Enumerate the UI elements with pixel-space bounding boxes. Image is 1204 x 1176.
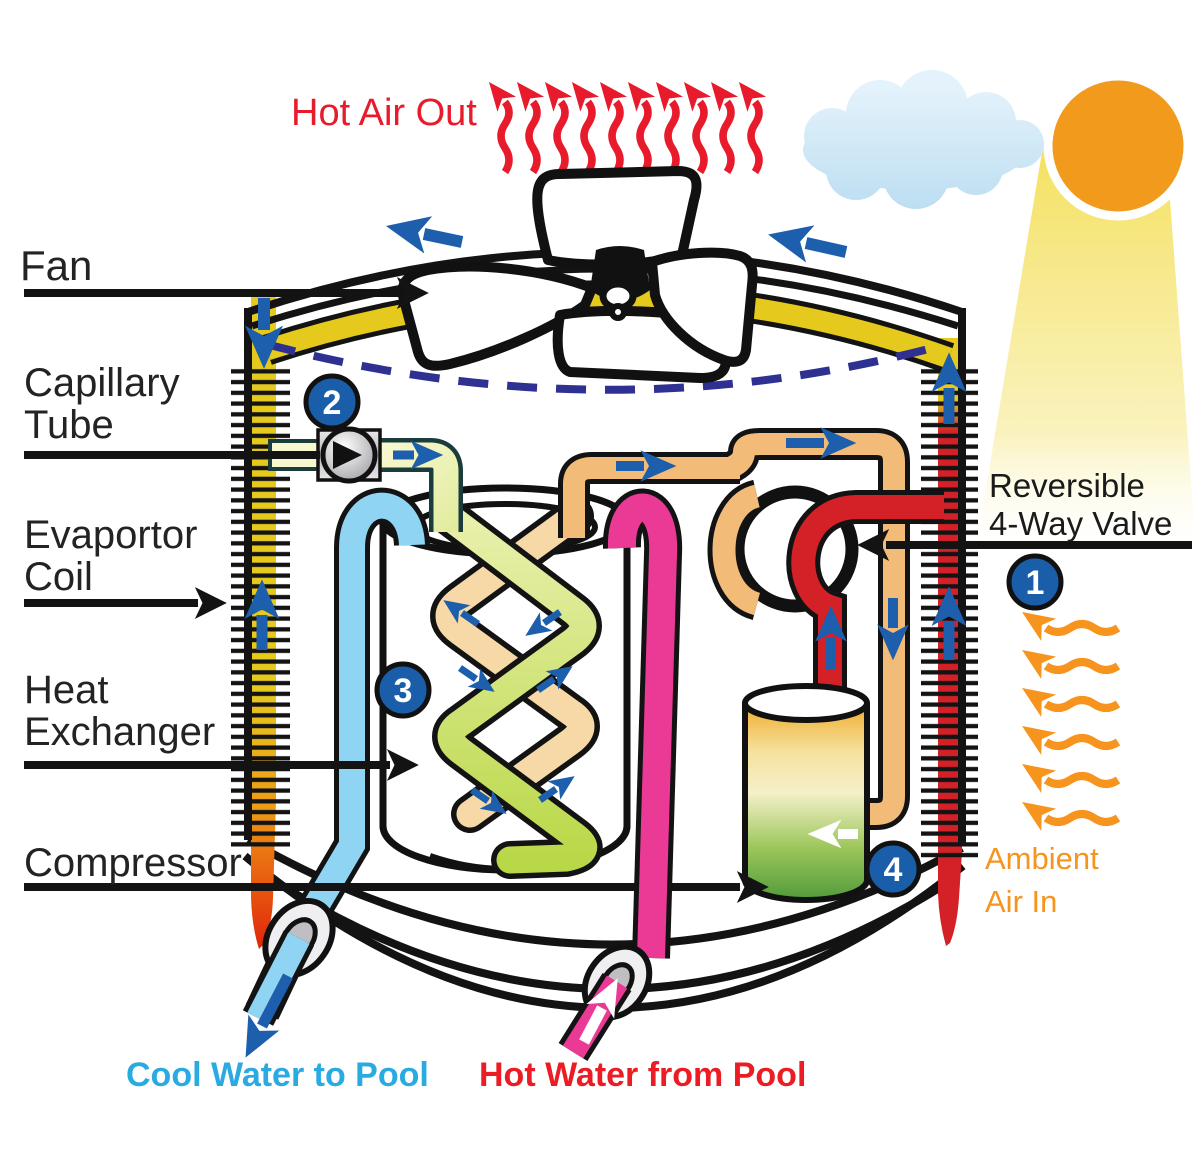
water-pipe-cool	[245, 487, 430, 1020]
svg-text:4: 4	[884, 851, 903, 889]
sunbeam-icon	[976, 128, 1196, 548]
evaporator-label-line1: Evaportor	[24, 513, 197, 557]
evaporator-label-line2: Coil	[24, 555, 93, 599]
cool-water-arrow	[245, 973, 293, 1058]
heat-exchanger-label-line2: Exchanger	[24, 710, 215, 754]
top-dashed-edge	[264, 340, 938, 394]
hot-water-label: Hot Water from Pool	[479, 1056, 806, 1094]
capillary-label-line1: Capillary	[24, 361, 180, 405]
hot-air-out-label: Hot Air Out	[291, 92, 477, 134]
valve-label-line1: Reversible	[989, 467, 1145, 504]
suction-pipe-tan	[558, 428, 910, 830]
water-pipe-hot	[603, 488, 683, 959]
ambient-air-arrows	[1022, 612, 1121, 831]
cloud-icon	[803, 70, 1044, 209]
fan-hub	[590, 246, 650, 321]
flow-arrows	[244, 216, 967, 670]
svg-text:2: 2	[323, 384, 342, 422]
compressor-label: Compressor	[24, 841, 242, 885]
valve-label-line2: 4-Way Valve	[989, 505, 1172, 542]
sun-icon	[1043, 71, 1193, 221]
cool-water-label: Cool Water to Pool	[126, 1056, 429, 1094]
svg-text:3: 3	[394, 672, 413, 710]
hot-air-arrows	[488, 81, 767, 175]
step-badge-2: 2	[303, 373, 361, 431]
fan-blades-icon	[397, 166, 758, 383]
heat-exchanger-label-line1: Heat	[24, 668, 109, 712]
svg-text:1: 1	[1026, 564, 1045, 602]
four-way-valve	[707, 479, 944, 708]
capillary-device	[316, 426, 382, 484]
step-badge-3: 3	[374, 661, 432, 719]
coil-flow-arrows	[443, 600, 575, 814]
step-badge-4: 4	[864, 840, 922, 898]
ambient-label-line1: Ambient	[985, 841, 1099, 876]
capillary-label-line2: Tube	[24, 403, 114, 447]
ambient-label-line2: Air In	[985, 884, 1057, 919]
label-pointers	[24, 277, 769, 903]
fan-label: Fan	[20, 242, 92, 289]
compressor-unit	[742, 683, 870, 903]
hot-water-arrow	[579, 978, 618, 1045]
step-badge-1: 1	[1006, 553, 1064, 611]
